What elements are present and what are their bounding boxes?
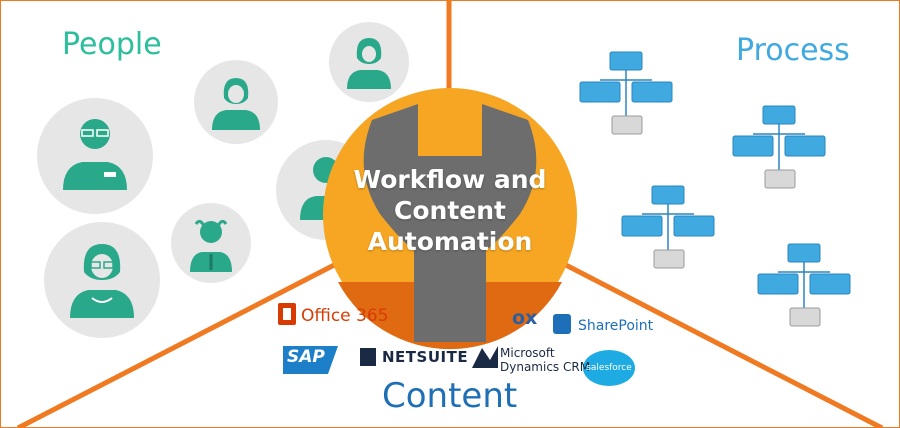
divider-left xyxy=(16,259,342,428)
center-label-line: Workflow and xyxy=(353,165,547,194)
center-label-line: Content xyxy=(394,196,506,225)
flow-node xyxy=(621,215,663,237)
flow-leaf xyxy=(789,307,821,327)
flowchart-icon xyxy=(757,243,851,327)
dynamics-icon xyxy=(472,346,498,368)
woman-glasses-avatar xyxy=(44,222,160,338)
office365-logo: Office 365 xyxy=(301,306,389,326)
flow-node xyxy=(631,81,673,103)
flow-node xyxy=(757,273,799,295)
box-logo: ox xyxy=(512,307,538,329)
netsuite-logo: NETSUITE xyxy=(382,348,469,366)
flowchart-icon xyxy=(621,185,715,269)
section-title-content: Content xyxy=(382,376,518,416)
flow-node xyxy=(787,243,821,263)
sap-logo xyxy=(283,346,338,374)
center-badge xyxy=(323,88,577,350)
dynamics-line: Dynamics CRM xyxy=(500,360,591,374)
woman-avatar xyxy=(329,22,409,102)
flow-node xyxy=(673,215,715,237)
sap-logo-text: SAP xyxy=(287,347,325,367)
wrench-icon xyxy=(363,104,537,342)
flowchart-icon xyxy=(579,51,673,135)
content-logos xyxy=(278,303,635,386)
flow-node xyxy=(651,185,685,205)
dynamics-line: Microsoft xyxy=(500,346,555,360)
woman-avatar xyxy=(194,60,278,144)
salesforce-logo-text: salesforce xyxy=(586,363,632,373)
salesforce-logo xyxy=(583,350,635,386)
flow-leaf xyxy=(653,249,685,269)
flow-leaf xyxy=(764,169,796,189)
flow-leaf xyxy=(611,115,643,135)
divider-right xyxy=(558,259,884,428)
flow-node xyxy=(732,135,774,157)
sharepoint-icon xyxy=(553,314,571,334)
man-glasses-avatar xyxy=(37,98,153,214)
section-title-people: People xyxy=(62,27,162,62)
center-label-line: Automation xyxy=(367,227,533,256)
section-title-process: Process xyxy=(736,33,850,68)
center-label: Workflow and Content Automation xyxy=(330,164,570,257)
dynamics-crm-logo: Microsoft Dynamics CRM xyxy=(500,346,590,374)
flow-node xyxy=(579,81,621,103)
flow-node xyxy=(609,51,643,71)
sharepoint-logo: SharePoint xyxy=(578,318,654,334)
flowchart-icon xyxy=(732,105,826,189)
process-flowcharts xyxy=(579,51,851,327)
old-man-avatar xyxy=(171,203,251,283)
flow-node xyxy=(784,135,826,157)
netsuite-icon xyxy=(360,348,376,366)
flow-node xyxy=(762,105,796,125)
flow-node xyxy=(809,273,851,295)
